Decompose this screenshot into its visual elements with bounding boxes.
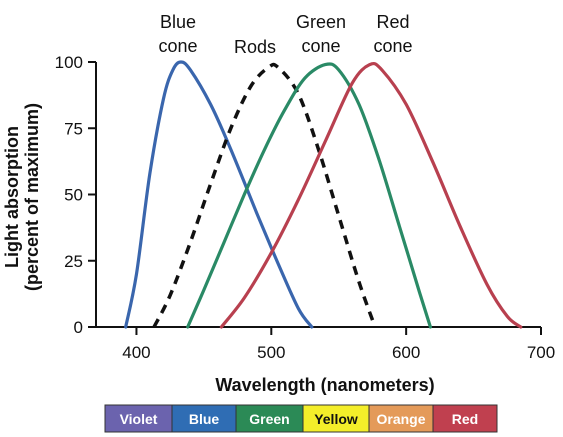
x-tick-label-400: 400 <box>122 343 150 362</box>
y-axis-title-line2: (percent of maximum) <box>22 103 42 291</box>
y-axis-title-line1: Light absorption <box>2 126 22 268</box>
green-cone-curve <box>186 62 432 329</box>
x-tick-label-700: 700 <box>527 343 555 362</box>
y-tick-label-25: 25 <box>64 252 83 271</box>
x-tick-label-600: 600 <box>392 343 420 362</box>
color-band-orange <box>368 404 434 433</box>
x-axis-title: Wavelength (nanometers) <box>215 375 434 395</box>
y-tick-label-75: 75 <box>64 119 83 138</box>
color-band-red <box>432 404 498 433</box>
color-band-blue-label: Blue <box>189 411 220 427</box>
color-band-green-label: Green <box>249 411 289 427</box>
rods-label: Rods <box>234 37 276 57</box>
red-cone-curve <box>219 61 523 329</box>
chart-curves <box>124 60 523 329</box>
color-band-orange-label: Orange <box>376 411 425 427</box>
chart-axes: 0 25 50 75 100 400 500 600 700 <box>55 53 556 362</box>
color-band-yellow-label: Yellow <box>314 411 358 427</box>
y-axis-title: Light absorption (percent of maximum) <box>2 103 42 291</box>
blue-cone-curve <box>124 60 314 329</box>
y-tick-label-100: 100 <box>55 53 83 72</box>
y-tick-label-50: 50 <box>64 186 83 205</box>
color-band-green <box>235 404 304 433</box>
color-band-red-label: Red <box>452 411 478 427</box>
y-tick-label-0: 0 <box>74 318 83 337</box>
color-band-violet-label: Violet <box>120 411 158 427</box>
color-band-yellow <box>302 404 370 433</box>
spectrum-color-bar: Violet Blue Green Yellow Orange Red <box>104 404 498 433</box>
x-tick-label-500: 500 <box>257 343 285 362</box>
color-band-violet <box>104 404 173 433</box>
